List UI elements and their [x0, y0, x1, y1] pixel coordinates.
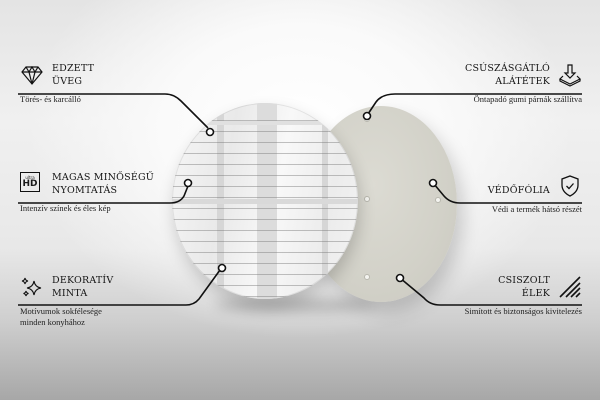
feature-description: Védi a termék hátsó részét — [491, 204, 582, 214]
hatched-edge-icon — [558, 275, 582, 299]
feature-high-quality-print: ultra HD MAGAS MINŐSÉGŰ NYOMTATÁS Intenz… — [20, 171, 190, 214]
feature-tempered-glass: EDZETT ÜVEG Törés- és karcálló — [20, 62, 190, 105]
ultra-label: ultra — [25, 175, 35, 180]
anti-slip-pad — [364, 274, 370, 280]
feature-description: Öntapadó gumi párnák szállítva — [473, 94, 582, 104]
anti-slip-pad — [364, 196, 370, 202]
feature-anti-slip-pads: CSÚSZÁSGÁTLÓ ALÁTÉTEK Öntapadó gumi párn… — [382, 62, 582, 105]
download-tray-icon — [558, 63, 582, 87]
feature-protective-film: VÉDŐFÓLIA Védi a termék hátsó részét — [382, 174, 582, 215]
feature-title: MAGAS MINŐSÉGŰ NYOMTATÁS — [52, 172, 154, 196]
anti-slip-pad — [364, 116, 370, 122]
feature-description: Intenzív színek és éles kép — [20, 203, 111, 213]
feature-title: VÉDŐFÓLIA — [487, 184, 550, 196]
feature-title: DEKORATÍV MINTA — [52, 275, 114, 299]
window-frame — [322, 123, 328, 299]
feature-polished-edges: CSISZOLT ÉLEK Simított és biztonságos ki… — [372, 274, 582, 317]
feature-title: CSISZOLT ÉLEK — [498, 275, 550, 299]
feature-description: Simított és biztonságos kivitelezés — [464, 306, 582, 316]
sparkle-icon — [20, 275, 44, 299]
feature-decorative-pattern: DEKORATÍV MINTA Motívumok sokfélesége mi… — [20, 274, 190, 328]
coaster-front-glass — [172, 103, 358, 299]
window-frame — [172, 199, 358, 204]
feature-title: CSÚSZÁSGÁTLÓ ALÁTÉTEK — [464, 63, 550, 87]
window-frame — [172, 121, 358, 125]
glass-stripes — [172, 103, 358, 299]
disk-shadow — [215, 298, 375, 312]
feature-description: Motívumok sokfélesége minden konyhához — [20, 306, 102, 327]
ultra-hd-icon: ultra HD — [20, 172, 44, 196]
shield-check-icon — [558, 174, 582, 198]
hd-label: HD — [22, 179, 38, 189]
feature-description: Törés- és karcálló — [20, 94, 81, 104]
feature-title: EDZETT ÜVEG — [52, 63, 95, 87]
diamond-icon — [20, 63, 44, 87]
